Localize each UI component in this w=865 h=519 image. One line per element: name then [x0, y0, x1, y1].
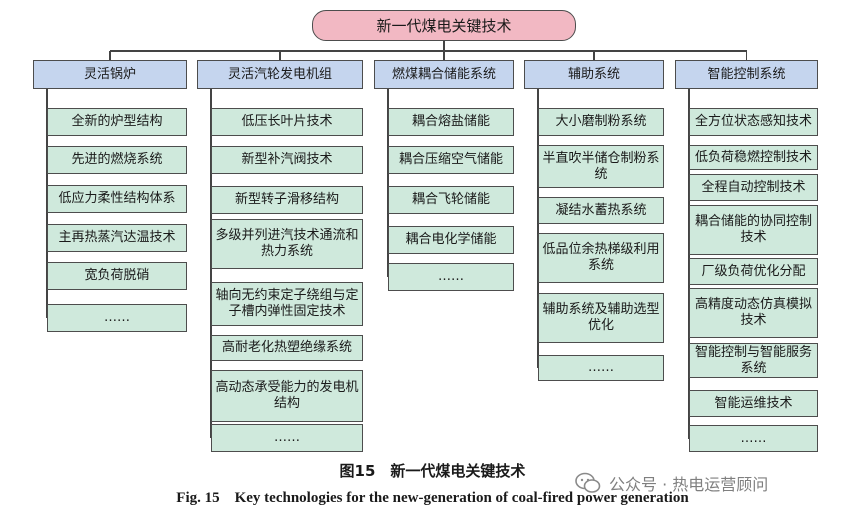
technology-item: 全方位状态感知技术: [689, 108, 818, 136]
technology-item: 多级并列进汽技术通流和热力系统: [211, 219, 363, 269]
technology-item: 全程自动控制技术: [689, 174, 818, 201]
technology-item: 辅助系统及辅助选型优化: [538, 293, 664, 343]
figure-caption-chinese: 图15 新一代煤电关键技术: [339, 462, 526, 480]
technology-item: 耦合电化学储能: [388, 226, 514, 254]
technology-item: 耦合压缩空气储能: [388, 146, 514, 174]
technology-item: 耦合熔盐储能: [388, 108, 514, 136]
technology-item: 主再热蒸汽达温技术: [47, 224, 187, 252]
category-connector: [443, 51, 445, 60]
technology-item: 宽负荷脱硝: [47, 262, 187, 290]
category-node: 灵活汽轮发电机组: [197, 60, 363, 89]
technology-item: 高耐老化热塑绝缘系统: [211, 335, 363, 361]
technology-item: ……: [388, 263, 514, 291]
technology-item: 高动态承受能力的发电机结构: [211, 370, 363, 422]
root-node: 新一代煤电关键技术: [312, 10, 576, 41]
technology-item: 凝结水蓄热系统: [538, 197, 664, 224]
technology-item: 全新的炉型结构: [47, 108, 187, 136]
column-spine-line: [537, 89, 539, 368]
category-node: 智能控制系统: [675, 60, 818, 89]
technology-item: 先进的燃烧系统: [47, 146, 187, 174]
category-node: 辅助系统: [524, 60, 664, 89]
technology-item: ……: [538, 355, 664, 381]
technology-item: 智能控制与智能服务系统: [689, 343, 818, 378]
technology-item: 耦合飞轮储能: [388, 186, 514, 214]
technology-item: 新型转子滑移结构: [211, 186, 363, 214]
category-connector: [109, 51, 111, 60]
root-connector: [443, 41, 445, 51]
wechat-icon: [575, 472, 601, 493]
category-connector: [279, 51, 281, 60]
technology-item: 轴向无约束定子绕组与定子槽内弹性固定技术: [211, 282, 363, 326]
technology-item: 低品位余热梯级利用系统: [538, 233, 664, 283]
category-bus-line: [110, 50, 747, 52]
category-connector: [593, 51, 595, 60]
technology-item: 高精度动态仿真模拟技术: [689, 288, 818, 338]
category-node: 燃煤耦合储能系统: [374, 60, 514, 89]
category-connector: [745, 51, 748, 60]
technology-item: ……: [689, 425, 818, 452]
technology-item: 厂级负荷优化分配: [689, 258, 818, 285]
technology-item: ……: [47, 304, 187, 332]
category-node: 灵活锅炉: [33, 60, 187, 89]
column-spine-line: [387, 89, 389, 277]
technology-item: 智能运维技术: [689, 390, 818, 417]
technology-item: ……: [211, 424, 363, 452]
technology-item: 低应力柔性结构体系: [47, 185, 187, 213]
technology-item: 半直吹半储仓制粉系统: [538, 145, 664, 188]
watermark-text: 公众号 · 热电运营顾问: [609, 475, 769, 494]
figure-caption-english: Fig. 15 Key technologies for the new-gen…: [176, 490, 689, 506]
watermark: 公众号 · 热电运营顾问: [575, 470, 855, 496]
technology-item: 低负荷稳燃控制技术: [689, 145, 818, 170]
technology-item: 低压长叶片技术: [211, 108, 363, 136]
technology-item: 大小磨制粉系统: [538, 108, 664, 136]
technology-item: 新型补汽阀技术: [211, 146, 363, 174]
technology-item: 耦合储能的协同控制技术: [689, 205, 818, 255]
